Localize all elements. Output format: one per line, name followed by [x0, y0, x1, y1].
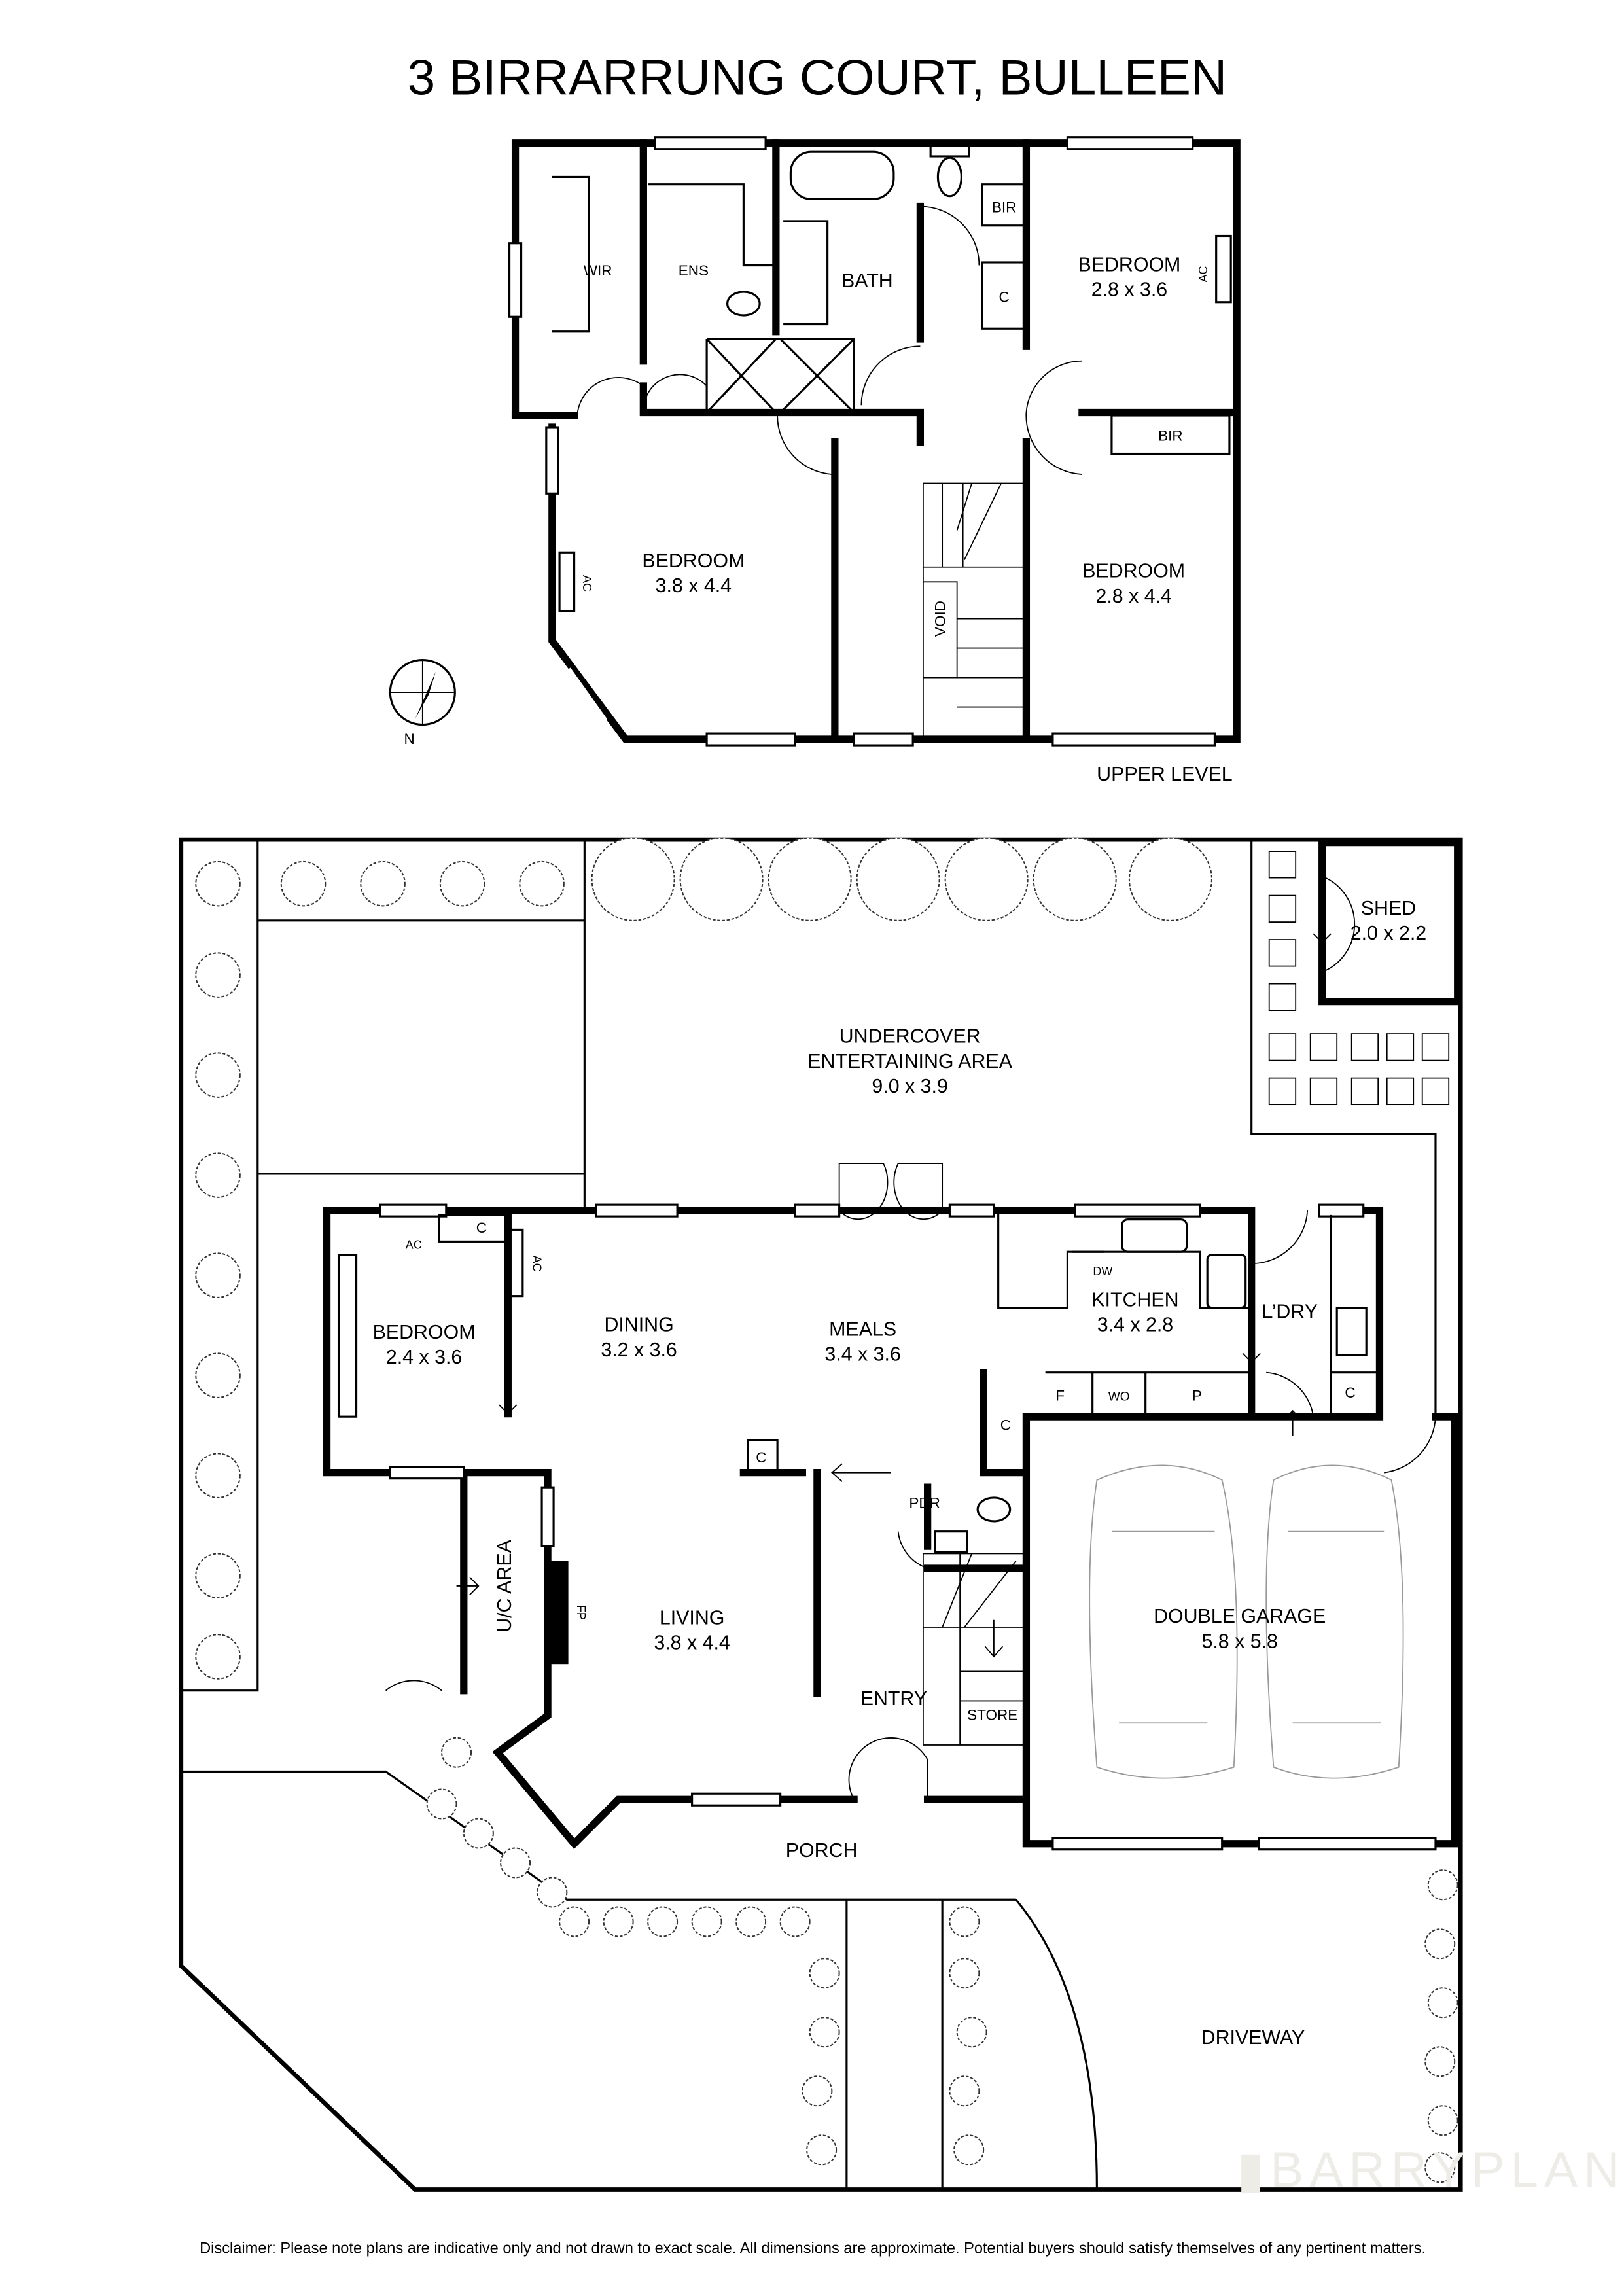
compass-north-arrow-icon: N — [389, 658, 456, 747]
disclaimer: Disclaimer: Please note plans are indica… — [200, 2240, 1426, 2257]
ac-label: AC — [406, 1239, 422, 1252]
compass-label: N — [404, 731, 414, 747]
cupboard-label: C — [1345, 1385, 1355, 1401]
garden-trees — [195, 837, 1458, 2183]
bedroom-se-size: 2.8 x 4.4 — [1095, 586, 1171, 607]
laundry-label: L’DRY — [1262, 1301, 1318, 1322]
page-title: 3 BIRRARRUNG COURT, BULLEEN — [408, 50, 1227, 105]
store-label: STORE — [967, 1707, 1017, 1723]
bath-label: BATH — [841, 270, 893, 292]
bedroom-name: BEDROOM — [373, 1322, 476, 1343]
dishwasher-label: DW — [1093, 1265, 1112, 1278]
bedroom-size: 2.4 x 3.6 — [386, 1347, 462, 1368]
entry-label: ENTRY — [860, 1688, 927, 1710]
pantry-label: P — [1192, 1387, 1202, 1404]
cupboard-label: C — [999, 289, 1010, 306]
bedroom-ne-name: BEDROOM — [1078, 254, 1180, 275]
undercover-name-2: ENTERTAINING AREA — [807, 1051, 1012, 1072]
undercover-size: 9.0 x 3.9 — [872, 1076, 947, 1097]
driveway-label: DRIVEWAY — [1201, 2027, 1305, 2049]
porch-label: PORCH — [786, 1840, 858, 1862]
powder-room-label: PDR — [909, 1495, 940, 1511]
shed-size: 2.0 x 2.2 — [1350, 923, 1426, 944]
undercover-name-1: UNDERCOVER — [839, 1026, 981, 1048]
meals-size: 3.4 x 3.6 — [824, 1344, 900, 1366]
bedroom-main-name: BEDROOM — [642, 550, 745, 572]
watermark-logo: ▮BARRYPLANT — [1237, 2142, 1624, 2198]
bedroom-se-name: BEDROOM — [1082, 561, 1185, 582]
fridge-label: F — [1055, 1387, 1065, 1404]
void-label: VOID — [932, 601, 949, 637]
wir-label: WIR — [584, 262, 612, 279]
ground-level-plan: SHED 2.0 x 2.2 UNDERCOVER ENTERTAINING A… — [179, 837, 1463, 2192]
dining-size: 3.2 x 3.6 — [601, 1339, 677, 1361]
bedroom-main-size: 3.8 x 4.4 — [656, 575, 732, 597]
ac-label: AC — [531, 1256, 544, 1272]
meals-name: MEALS — [829, 1318, 896, 1340]
cupboard-label: C — [476, 1220, 487, 1236]
upper-level-plan: WIR ENS BATH BIR C BEDROOM 2.8 x 3.6 AC … — [508, 136, 1241, 785]
uc-area-label: U/C AREA — [494, 1539, 516, 1632]
kitchen-name: KITCHEN — [1091, 1289, 1178, 1311]
fireplace-label: FP — [574, 1605, 588, 1620]
living-size: 3.8 x 4.4 — [654, 1633, 730, 1654]
ens-label: ENS — [679, 262, 709, 279]
upper-level-label: UPPER LEVEL — [1097, 764, 1233, 785]
cupboard-label: C — [1000, 1417, 1011, 1433]
car-icon — [1089, 1464, 1404, 1779]
garage-size: 5.8 x 5.8 — [1201, 1631, 1277, 1652]
ac-label: AC — [1197, 266, 1210, 282]
living-name: LIVING — [660, 1607, 725, 1629]
wall-oven-label: WO — [1108, 1390, 1130, 1404]
cupboard-label: C — [756, 1449, 766, 1466]
bedroom-ne-size: 2.8 x 3.6 — [1091, 279, 1167, 301]
bir-label: BIR — [992, 199, 1017, 215]
bir-label: BIR — [1158, 427, 1183, 444]
ac-label: AC — [580, 575, 593, 592]
dining-name: DINING — [604, 1315, 673, 1336]
kitchen-size: 3.4 x 2.8 — [1097, 1315, 1173, 1336]
garage-name: DOUBLE GARAGE — [1154, 1606, 1326, 1627]
shed-name: SHED — [1361, 898, 1416, 919]
